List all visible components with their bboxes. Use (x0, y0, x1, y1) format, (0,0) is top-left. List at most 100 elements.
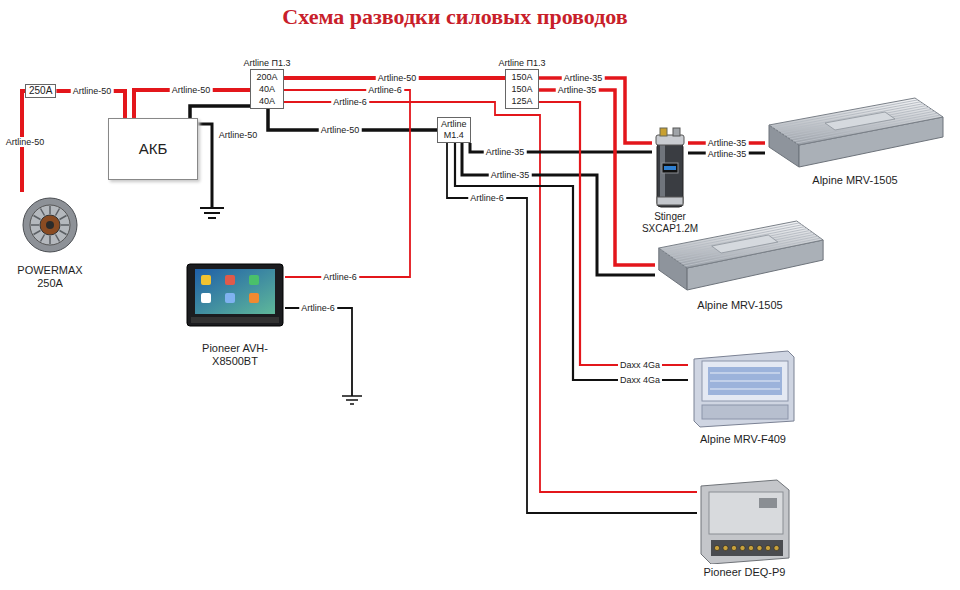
alternator-illustration (20, 192, 80, 258)
illustration-part (191, 317, 279, 323)
illustration-part (765, 545, 770, 550)
wire-label: Artline-35 (706, 149, 749, 159)
wire-label: Artline-50 (71, 86, 114, 96)
illustration-part (660, 128, 667, 136)
wire-label: Artline-35 (706, 138, 749, 148)
illustration-part (664, 166, 676, 170)
illustration-part (225, 275, 235, 285)
illustration-part (23, 198, 77, 252)
illustration-part (790, 111, 935, 139)
fuse-body: 150A150A125A (505, 69, 539, 109)
fuse-rating: 150A (506, 83, 538, 95)
illustration-part (679, 234, 816, 262)
illustration-part (201, 293, 211, 303)
illustration-part (702, 361, 788, 401)
wire-label: Artline-50 (4, 137, 47, 147)
head-unit: Pioneer AVH-X8500BT (185, 260, 285, 368)
ground-symbol (200, 208, 224, 218)
illustration-part (657, 197, 683, 205)
wire-label: Artline-6 (299, 303, 337, 313)
illustration-part (40, 215, 60, 235)
illustration-part (201, 275, 211, 285)
power-wire (539, 78, 652, 143)
illustration-part (759, 498, 777, 508)
power-wire (284, 102, 697, 492)
wire-label: Artline-6 (468, 193, 506, 203)
illustration-part (714, 545, 719, 550)
fuse-rating: 125A (506, 95, 538, 107)
illustration-part (187, 264, 283, 326)
fuse-rating: 40A (251, 83, 283, 95)
block-label: Artline M1.4 (441, 119, 467, 141)
distribution-block: Artline M1.4 (437, 117, 471, 143)
power-wire (455, 143, 688, 380)
illustration-part (710, 389, 780, 390)
ground-wire (198, 124, 212, 208)
illustration-part (56, 209, 60, 216)
illustration-part (774, 545, 779, 550)
ground-wire (285, 308, 352, 396)
wire-label: Daxx 4Ga (618, 360, 662, 370)
illustration-part (712, 235, 778, 253)
wire-label: Artline-50 (217, 130, 260, 140)
processor-illustration (697, 478, 792, 564)
wire-label: Artline-6 (331, 97, 369, 107)
fuse-box: 250A (25, 84, 56, 98)
illustration-part (694, 351, 794, 427)
wire-label: Artline-50 (170, 85, 213, 95)
illustration-part (249, 293, 259, 303)
capacitor: Stinger SXCAP1.2M (652, 125, 688, 235)
wire-label: Artline-6 (366, 85, 404, 95)
wire-label: Artline-50 (319, 125, 362, 135)
device-label: Pioneer DEQ-P9 (675, 566, 815, 579)
processor: Pioneer DEQ-P9 (697, 478, 792, 579)
illustration-part (787, 109, 932, 137)
device-label: Alpine MRV-1505 (655, 299, 825, 312)
illustration-part (657, 143, 683, 207)
wire-label: Artline-35 (562, 73, 605, 83)
illustration-part (702, 405, 788, 419)
illustration-part (60, 216, 67, 220)
illustration-part (757, 545, 762, 550)
illustration-part (676, 232, 813, 260)
capacitor-illustration (652, 125, 688, 209)
illustration-part (723, 545, 728, 550)
fuse-heading: Artline П1.3 (487, 57, 557, 69)
fuse-block: Artline П1.3150A150A125A (505, 57, 539, 109)
illustration-part (662, 163, 678, 173)
illustration-part (49, 206, 51, 214)
illustration-part (709, 492, 783, 534)
illustration-part (34, 216, 41, 220)
illustration-part (748, 545, 753, 550)
battery-label: АКБ (139, 140, 168, 158)
illustration-part (249, 275, 259, 285)
battery-box: АКБ (108, 118, 198, 180)
illustration-part (769, 98, 943, 145)
alternator: POWERMAX 250A (20, 192, 80, 290)
illustration-part (46, 221, 54, 229)
amplifier-illustration (688, 347, 798, 429)
illustration-part (710, 381, 780, 382)
device-label: Alpine MRV-1505 (765, 174, 945, 187)
illustration-part (701, 480, 789, 564)
power-wire (284, 90, 410, 277)
device-label: Pioneer AVH-X8500BT (191, 342, 279, 368)
illustration-part (31, 224, 39, 226)
amplifier: Alpine MRV-1505 (765, 95, 945, 187)
amplifier: Alpine MRV-F409 (688, 347, 798, 446)
fuse-heading: Artline П1.3 (232, 57, 302, 69)
fuse-rating: 40A (251, 95, 283, 107)
illustration-part (60, 231, 67, 235)
device-label: POWERMAX 250A (10, 264, 90, 290)
wire-label: Artline-50 (376, 73, 419, 83)
fuse-rating: 200A (251, 71, 283, 83)
illustration-part (61, 224, 69, 226)
fuse-body: 200A40A40A (250, 69, 284, 109)
illustration-part (660, 145, 665, 205)
power-wire (447, 143, 697, 513)
illustration-part (711, 540, 783, 556)
illustration-part (49, 236, 51, 244)
device-label: Alpine MRV-F409 (673, 433, 813, 446)
illustration-part (34, 231, 41, 235)
